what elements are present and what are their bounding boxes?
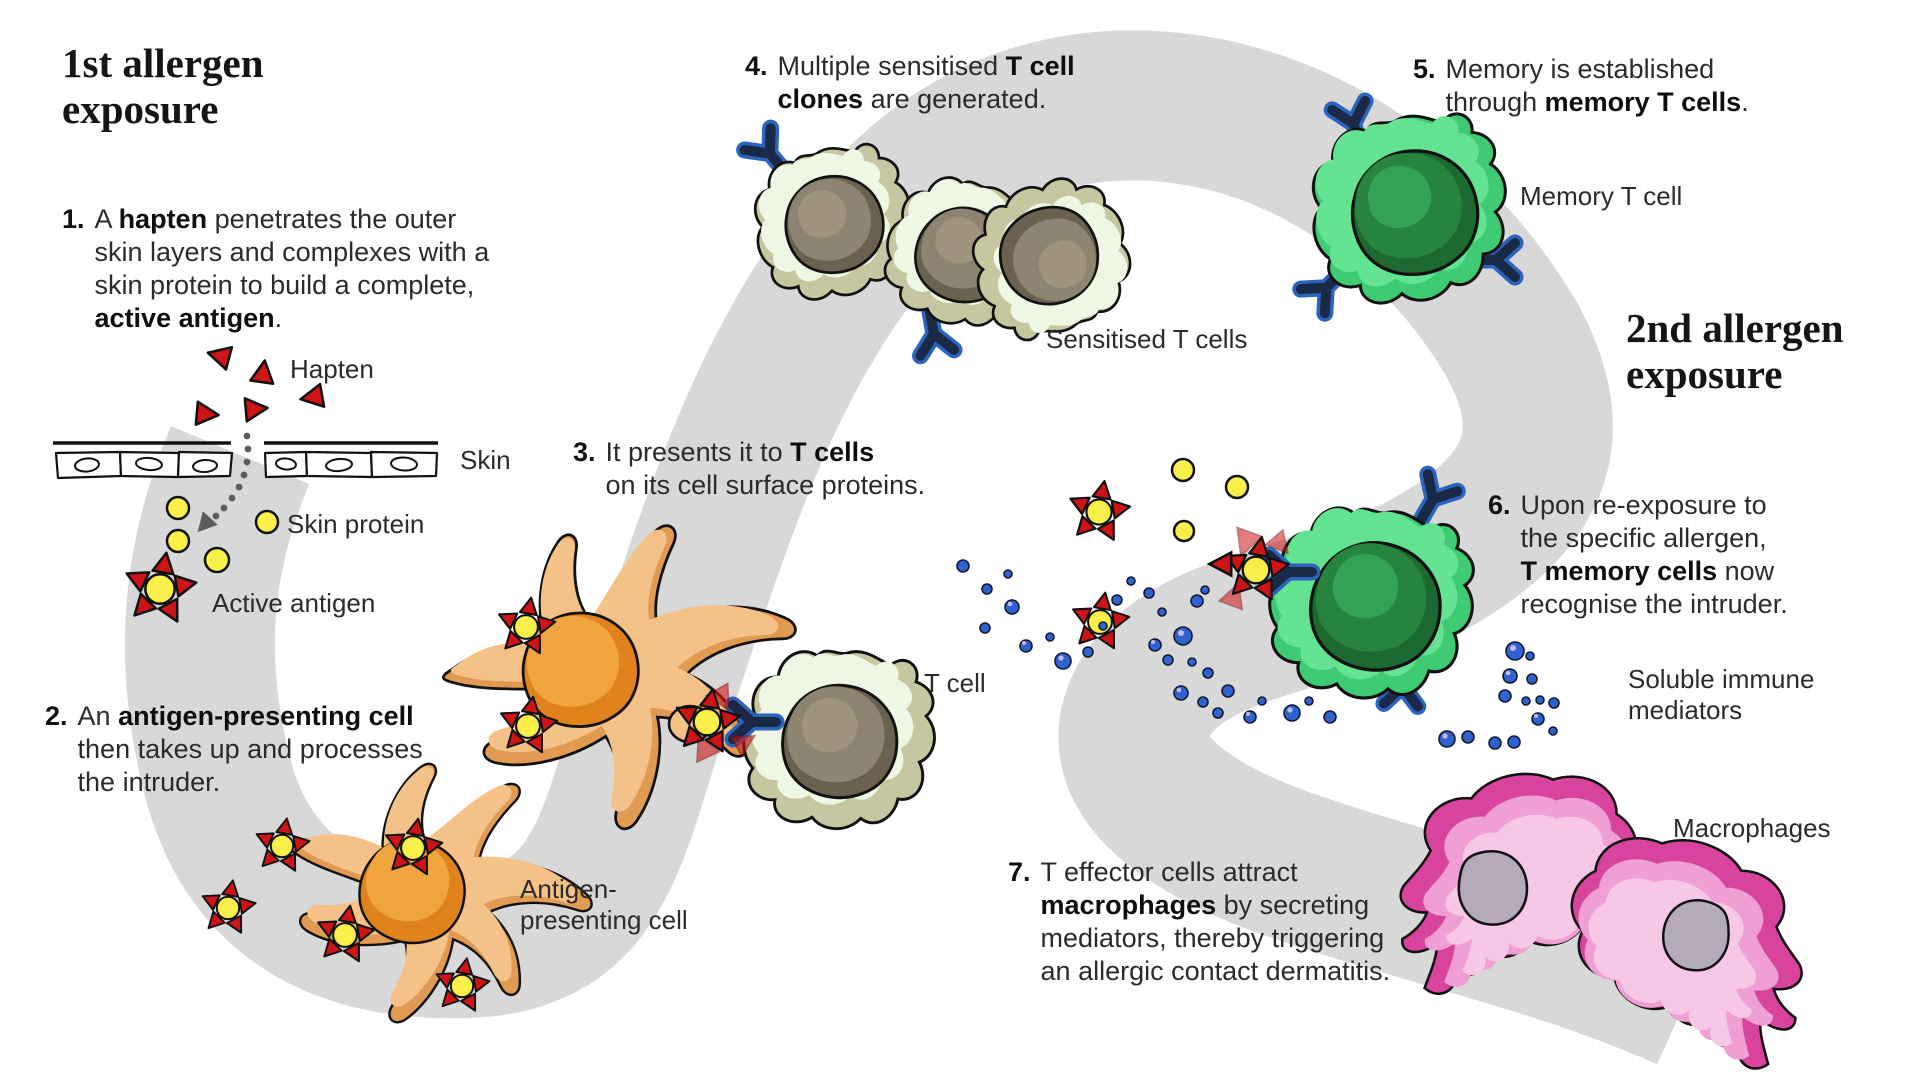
label-sensitised-t-cells: Sensitised T cells: [1046, 324, 1248, 354]
step-number: 7.: [1008, 857, 1031, 887]
heading-first-exposure: 1st allergen exposure: [62, 40, 264, 132]
step-number: 5.: [1413, 54, 1436, 84]
penetration-arrow-icon: [190, 432, 252, 539]
step-4: 4. Multiple sensitised T cell clones are…: [745, 50, 1075, 116]
step-6: 6. Upon re-exposure to the specific alle…: [1488, 489, 1788, 621]
step-text: Memory is established through memory T c…: [1445, 54, 1749, 117]
step-text: Upon re-exposure to the specific allerge…: [1520, 490, 1788, 619]
step-number: 3.: [573, 437, 596, 467]
step-number: 4.: [745, 51, 768, 81]
label-hapten: Hapten: [290, 354, 374, 384]
step-2: 2. An antigen-presenting cell then takes…: [45, 700, 423, 799]
label-memory-t-cell: Memory T cell: [1520, 181, 1683, 211]
soluble-mediator-dots: [956, 559, 1560, 750]
label-skin: Skin: [460, 445, 511, 475]
label-soluble-immune-mediators: Soluble immune mediators: [1628, 664, 1815, 725]
step-5: 5. Memory is established through memory …: [1413, 53, 1749, 119]
skin-cross-section: [53, 441, 439, 480]
t-cell: [734, 639, 945, 840]
label-t-cell: T cell: [924, 668, 986, 698]
step-text: It presents it to T cells on its cell su…: [605, 437, 926, 500]
second-exposure-allergens: [1067, 457, 1250, 652]
step-3: 3. It presents it to T cells on its cell…: [573, 436, 925, 502]
step-1: 1. A hapten penetrates the outer skin la…: [62, 203, 489, 335]
step-text: A hapten penetrates the outer skin layer…: [94, 204, 490, 333]
step-text: An antigen-presenting cell then takes up…: [77, 701, 423, 797]
label-active-antigen: Active antigen: [212, 588, 376, 618]
step-text: Multiple sensitised T cell clones are ge…: [777, 51, 1075, 114]
step-7: 7. T effector cells attract macrophages …: [1008, 856, 1390, 988]
antigen-presentation-site: [667, 682, 776, 763]
step-number: 2.: [45, 701, 68, 731]
step-number: 1.: [62, 204, 85, 234]
label-antigen-presenting-cell: Antigen- presenting cell: [520, 874, 688, 935]
heading-second-exposure: 2nd allergen exposure: [1626, 305, 1844, 397]
skin-protein-circles: [165, 495, 280, 574]
step-number: 6.: [1488, 490, 1511, 520]
label-macrophages: Macrophages: [1673, 813, 1831, 843]
step-text: T effector cells attract macrophages by …: [1040, 857, 1391, 986]
label-skin-protein: Skin protein: [287, 509, 425, 539]
